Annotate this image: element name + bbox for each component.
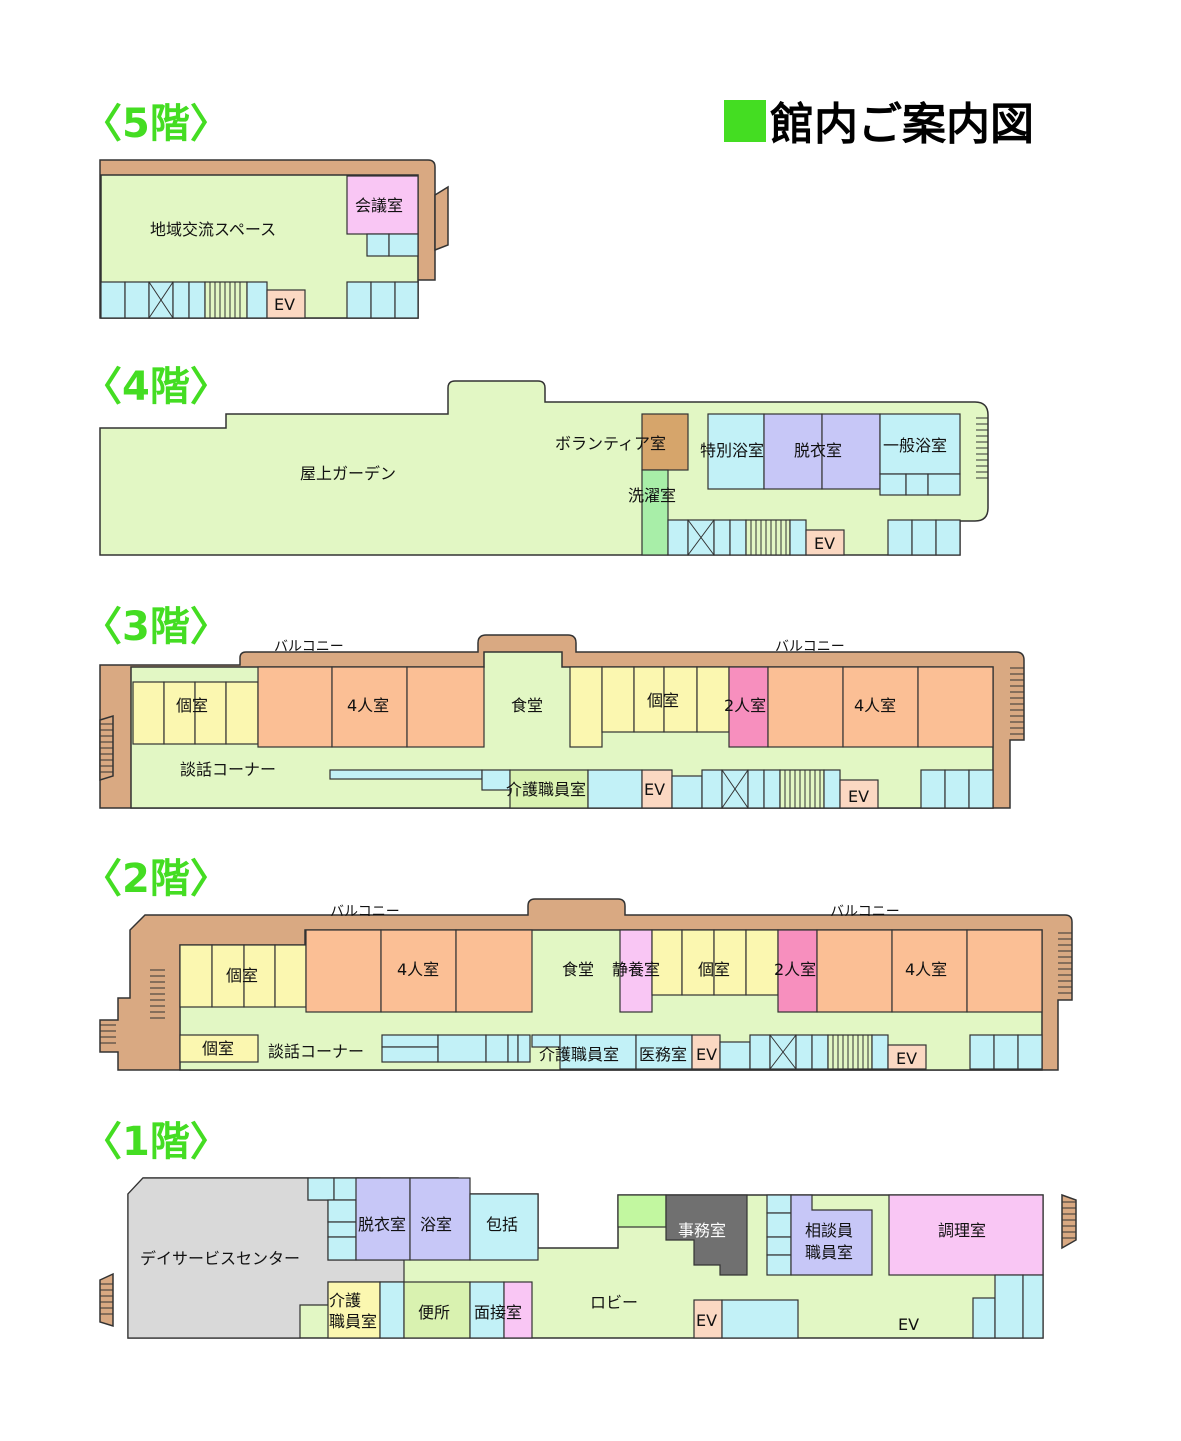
room-meeting: 会議室 (355, 196, 403, 215)
room-private-2f-right: 個室 (698, 960, 730, 979)
floor-1-label: 〈1階〉 (82, 1119, 230, 1165)
room-office: 事務室 (678, 1221, 726, 1240)
balcony-2f-left: バルコニー (330, 904, 400, 920)
room-general-bath: 一般浴室 (883, 436, 947, 455)
floor-2-plan (99, 898, 1073, 1071)
floor-4-label: 〈4階〉 (82, 364, 230, 410)
floor-3-plan (99, 634, 1025, 809)
room-lobby: ロビー (590, 1293, 638, 1312)
room-kitchen: 調理室 (938, 1221, 986, 1240)
title-square-icon (724, 100, 766, 142)
elevator-1f-2: EV (898, 1315, 919, 1334)
room-changing-4f: 脱衣室 (794, 441, 842, 460)
room-day-service: デイサービスセンター (140, 1249, 300, 1268)
room-bath-1f: 浴室 (420, 1215, 452, 1234)
room-toilet: 便所 (418, 1303, 450, 1322)
room-four-2f-right: 4人室 (905, 960, 947, 979)
room-private-2f-left: 個室 (226, 966, 258, 985)
room-comprehensive: 包括 (486, 1215, 518, 1234)
room-private-3f-right: 個室 (647, 691, 679, 710)
room-volunteer: ボランティア室 (555, 434, 666, 453)
floor-4-plan (99, 380, 989, 556)
room-changing-1f: 脱衣室 (358, 1215, 406, 1234)
balcony-2f-right: バルコニー (830, 904, 900, 920)
room-care-line1: 介護 (329, 1291, 361, 1310)
room-laundry: 洗濯室 (628, 486, 676, 505)
elevator-4f: EV (814, 534, 835, 553)
elevator-1f-1: EV (696, 1311, 717, 1330)
room-rooftop-garden: 屋上ガーデン (300, 464, 396, 483)
elevator-2f-2: EV (896, 1049, 917, 1068)
room-interview: 面接室 (474, 1303, 522, 1322)
room-two-2f: 2人室 (774, 960, 816, 979)
balcony-3f-right: バルコニー (775, 639, 845, 655)
room-dining-2f: 食堂 (562, 960, 594, 979)
room-dining-3f: 食堂 (511, 696, 543, 715)
balcony-3f-left: バルコニー (274, 639, 344, 655)
room-care-line2: 職員室 (329, 1312, 377, 1331)
room-four-3f-left: 4人室 (347, 696, 389, 715)
floor-2-label: 〈2階〉 (82, 856, 230, 902)
room-private-3f-left: 個室 (176, 696, 208, 715)
room-lounge-3f: 談話コーナー (180, 760, 276, 779)
elevator-3f-2: EV (848, 787, 869, 806)
room-consult-line1: 相談員 (805, 1221, 853, 1240)
floor-1-plan (99, 1177, 1077, 1339)
page-title: 館内ご案内図 (770, 99, 1034, 150)
room-lounge-2f: 談話コーナー (268, 1042, 364, 1061)
elevator-3f-1: EV (644, 780, 665, 799)
room-care-staff-3f: 介護職員室 (506, 780, 586, 799)
elevator-2f-1: EV (696, 1045, 717, 1064)
room-two-3f: 2人室 (724, 696, 766, 715)
room-consult-line2: 職員室 (805, 1243, 853, 1262)
room-private-2f-small: 個室 (202, 1039, 234, 1058)
room-care-staff-2f: 介護職員室 (539, 1045, 619, 1064)
room-quiet-2f: 静養室 (612, 960, 660, 979)
room-medical-2f: 医務室 (639, 1045, 687, 1064)
room-four-2f-left: 4人室 (397, 960, 439, 979)
elevator-5f: EV (274, 295, 295, 314)
floor-5-plan (99, 159, 449, 319)
room-special-bath: 特別浴室 (700, 441, 764, 460)
floor-5-label: 〈5階〉 (82, 101, 230, 147)
room-community-space: 地域交流スペース (150, 220, 276, 239)
floor-3-label: 〈3階〉 (82, 604, 230, 650)
room-four-3f-right: 4人室 (854, 696, 896, 715)
